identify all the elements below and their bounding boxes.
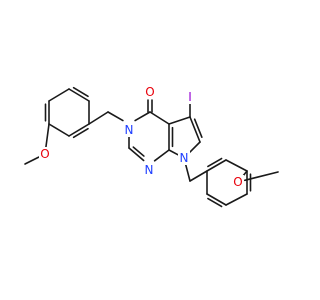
- atom-n7: N: [178, 151, 190, 165]
- bond-31: [243, 171, 279, 182]
- atom-o-methoxy-right-label: O: [233, 175, 242, 189]
- bond-18: [48, 123, 70, 137]
- atom-n7-label: N: [180, 151, 189, 165]
- bond-4: [153, 149, 170, 162]
- bond-3-a: [128, 147, 145, 162]
- atom-n1: N: [143, 163, 155, 177]
- bonds: [24, 86, 279, 208]
- bond-7: [168, 116, 191, 125]
- atom-o-methoxy-left-label: O: [40, 147, 49, 161]
- bond-27: [225, 193, 248, 206]
- atom-n3-label: N: [125, 123, 134, 137]
- bond-19-a: [68, 123, 90, 137]
- bond-1: [134, 111, 151, 122]
- atom-n3: N: [123, 123, 135, 137]
- atom-o-carbonyl-label: O: [145, 85, 154, 99]
- bond-12: [107, 111, 124, 122]
- bond-9-b: [193, 118, 203, 139]
- bond-23: [189, 170, 208, 182]
- bond-10: [188, 141, 201, 154]
- bond-22: [184, 163, 191, 182]
- atom-o-methoxy-right: O: [232, 175, 244, 189]
- bond-24-b: [207, 157, 223, 168]
- bond-13: [88, 111, 109, 125]
- bond-24-a: [206, 159, 227, 172]
- bond-15-a: [68, 88, 90, 102]
- atom-n1-label: N: [145, 163, 154, 177]
- bond-3-b: [132, 146, 145, 157]
- bond-6: [149, 111, 170, 125]
- bond-19-b: [72, 127, 89, 139]
- bond-28-b: [207, 197, 223, 208]
- bond-9-a: [189, 116, 201, 143]
- atom-o-methoxy-left: O: [39, 147, 51, 161]
- bond-21: [24, 156, 40, 165]
- atom-o-carbonyl: O: [144, 85, 156, 99]
- atom-labels: O I N N N O O: [39, 85, 244, 189]
- bond-11: [168, 149, 179, 156]
- bond-25: [225, 159, 248, 172]
- bond-20: [45, 123, 50, 148]
- atom-iodine: I: [185, 90, 195, 104]
- bond-15-b: [72, 86, 89, 98]
- bond-16: [48, 88, 70, 102]
- bond-28-a: [206, 193, 227, 206]
- atom-iodine-label: I: [188, 90, 192, 104]
- molecule-structure: O I N N N O O: [24, 85, 279, 208]
